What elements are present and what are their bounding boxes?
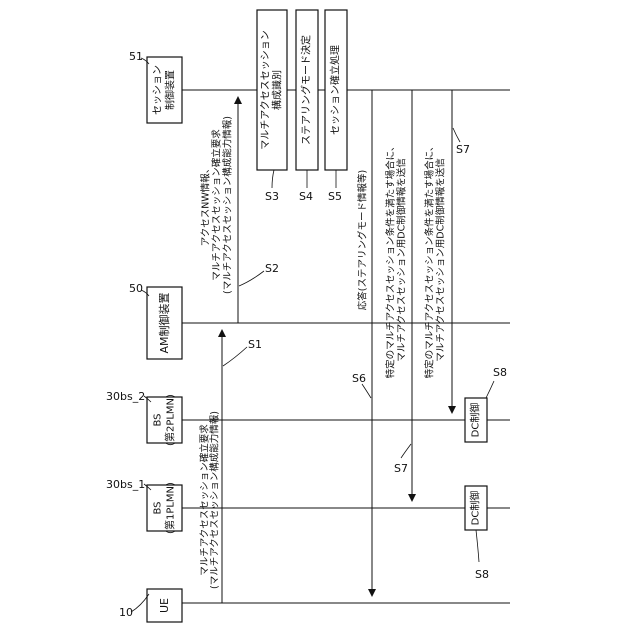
s7a-ref: S7 — [394, 462, 408, 475]
s4-label: ステアリングモード決定 — [300, 35, 313, 145]
s1-ref: S1 — [248, 338, 262, 351]
entity-bs2-line2: (第2PLMN) — [164, 394, 177, 446]
entity-bs2: BS (第2PLMN) — [147, 394, 182, 446]
s8-box-bs2: DC制御 — [465, 398, 487, 442]
s5-box: セッション確立処理 — [325, 10, 347, 170]
s1-line2: (マルチアクセスセッション構成能力情報) — [209, 411, 221, 589]
s4-ref: S4 — [299, 190, 313, 203]
entity-bs2-ref: 30bs_2 — [106, 390, 145, 403]
s5-ref: S5 — [328, 190, 342, 203]
s8a-ref: S8 — [475, 568, 489, 581]
s5-label: セッション確立処理 — [329, 45, 342, 135]
s7b-line2: マルチアクセスセッション用DC制御情報を送信 — [435, 158, 447, 361]
s6-label: 応答(ステアリングモード情報等) — [357, 170, 369, 310]
s6-ref: S6 — [352, 372, 366, 385]
s7a-line1: 特定のマルチアクセスセッション条件を満たす場合に、 — [385, 142, 397, 379]
s2-ref: S2 — [265, 262, 279, 275]
s8b-label: DC制御 — [469, 403, 482, 438]
entity-bs1-line1: BS — [153, 501, 164, 514]
entity-ue: UE — [147, 589, 182, 622]
entity-session: セッション 制御装置 — [147, 57, 182, 123]
s8a-label: DC制御 — [469, 491, 482, 526]
entity-bs1-line2: (第1PLMN) — [164, 482, 177, 534]
s8b-ref: S8 — [493, 366, 507, 379]
entity-ue-ref: 10 — [119, 606, 133, 619]
entity-bs1-ref: 30bs_1 — [106, 478, 145, 491]
s2-line1: アクセスNW情報、 — [200, 164, 212, 247]
s2-line2: マルチアクセスセッション確立要求 — [211, 129, 223, 281]
s3-line2: 構成識別 — [271, 70, 284, 110]
s4-box: ステアリングモード決定 — [296, 10, 318, 170]
s7b-ref: S7 — [456, 143, 470, 156]
entity-am: AM制御装置 — [147, 287, 182, 359]
entity-am-label: AM制御装置 — [157, 292, 171, 353]
entity-bs2-line1: BS — [153, 413, 164, 426]
s2-line3: (マルチアクセスセッション構成能力情報) — [222, 116, 234, 294]
entity-ue-label: UE — [158, 598, 171, 613]
entity-session-line2: 制御装置 — [164, 70, 177, 110]
s3-ref: S3 — [265, 190, 279, 203]
entity-bs1: BS (第1PLMN) — [147, 482, 182, 534]
s8-box-bs1: DC制御 — [465, 486, 487, 530]
s7a-line2: マルチアクセスセッション用DC制御情報を送信 — [396, 158, 408, 361]
s3-line1: マルチアクセスセッション — [260, 30, 272, 150]
s7b-line1: 特定のマルチアクセスセッション条件を満たす場合に、 — [424, 142, 436, 379]
entity-session-line1: セッション — [152, 65, 164, 115]
entity-am-ref: 50 — [129, 282, 143, 295]
s3-box: マルチアクセスセッション 構成識別 — [257, 10, 287, 170]
entity-session-ref: 51 — [129, 50, 143, 63]
